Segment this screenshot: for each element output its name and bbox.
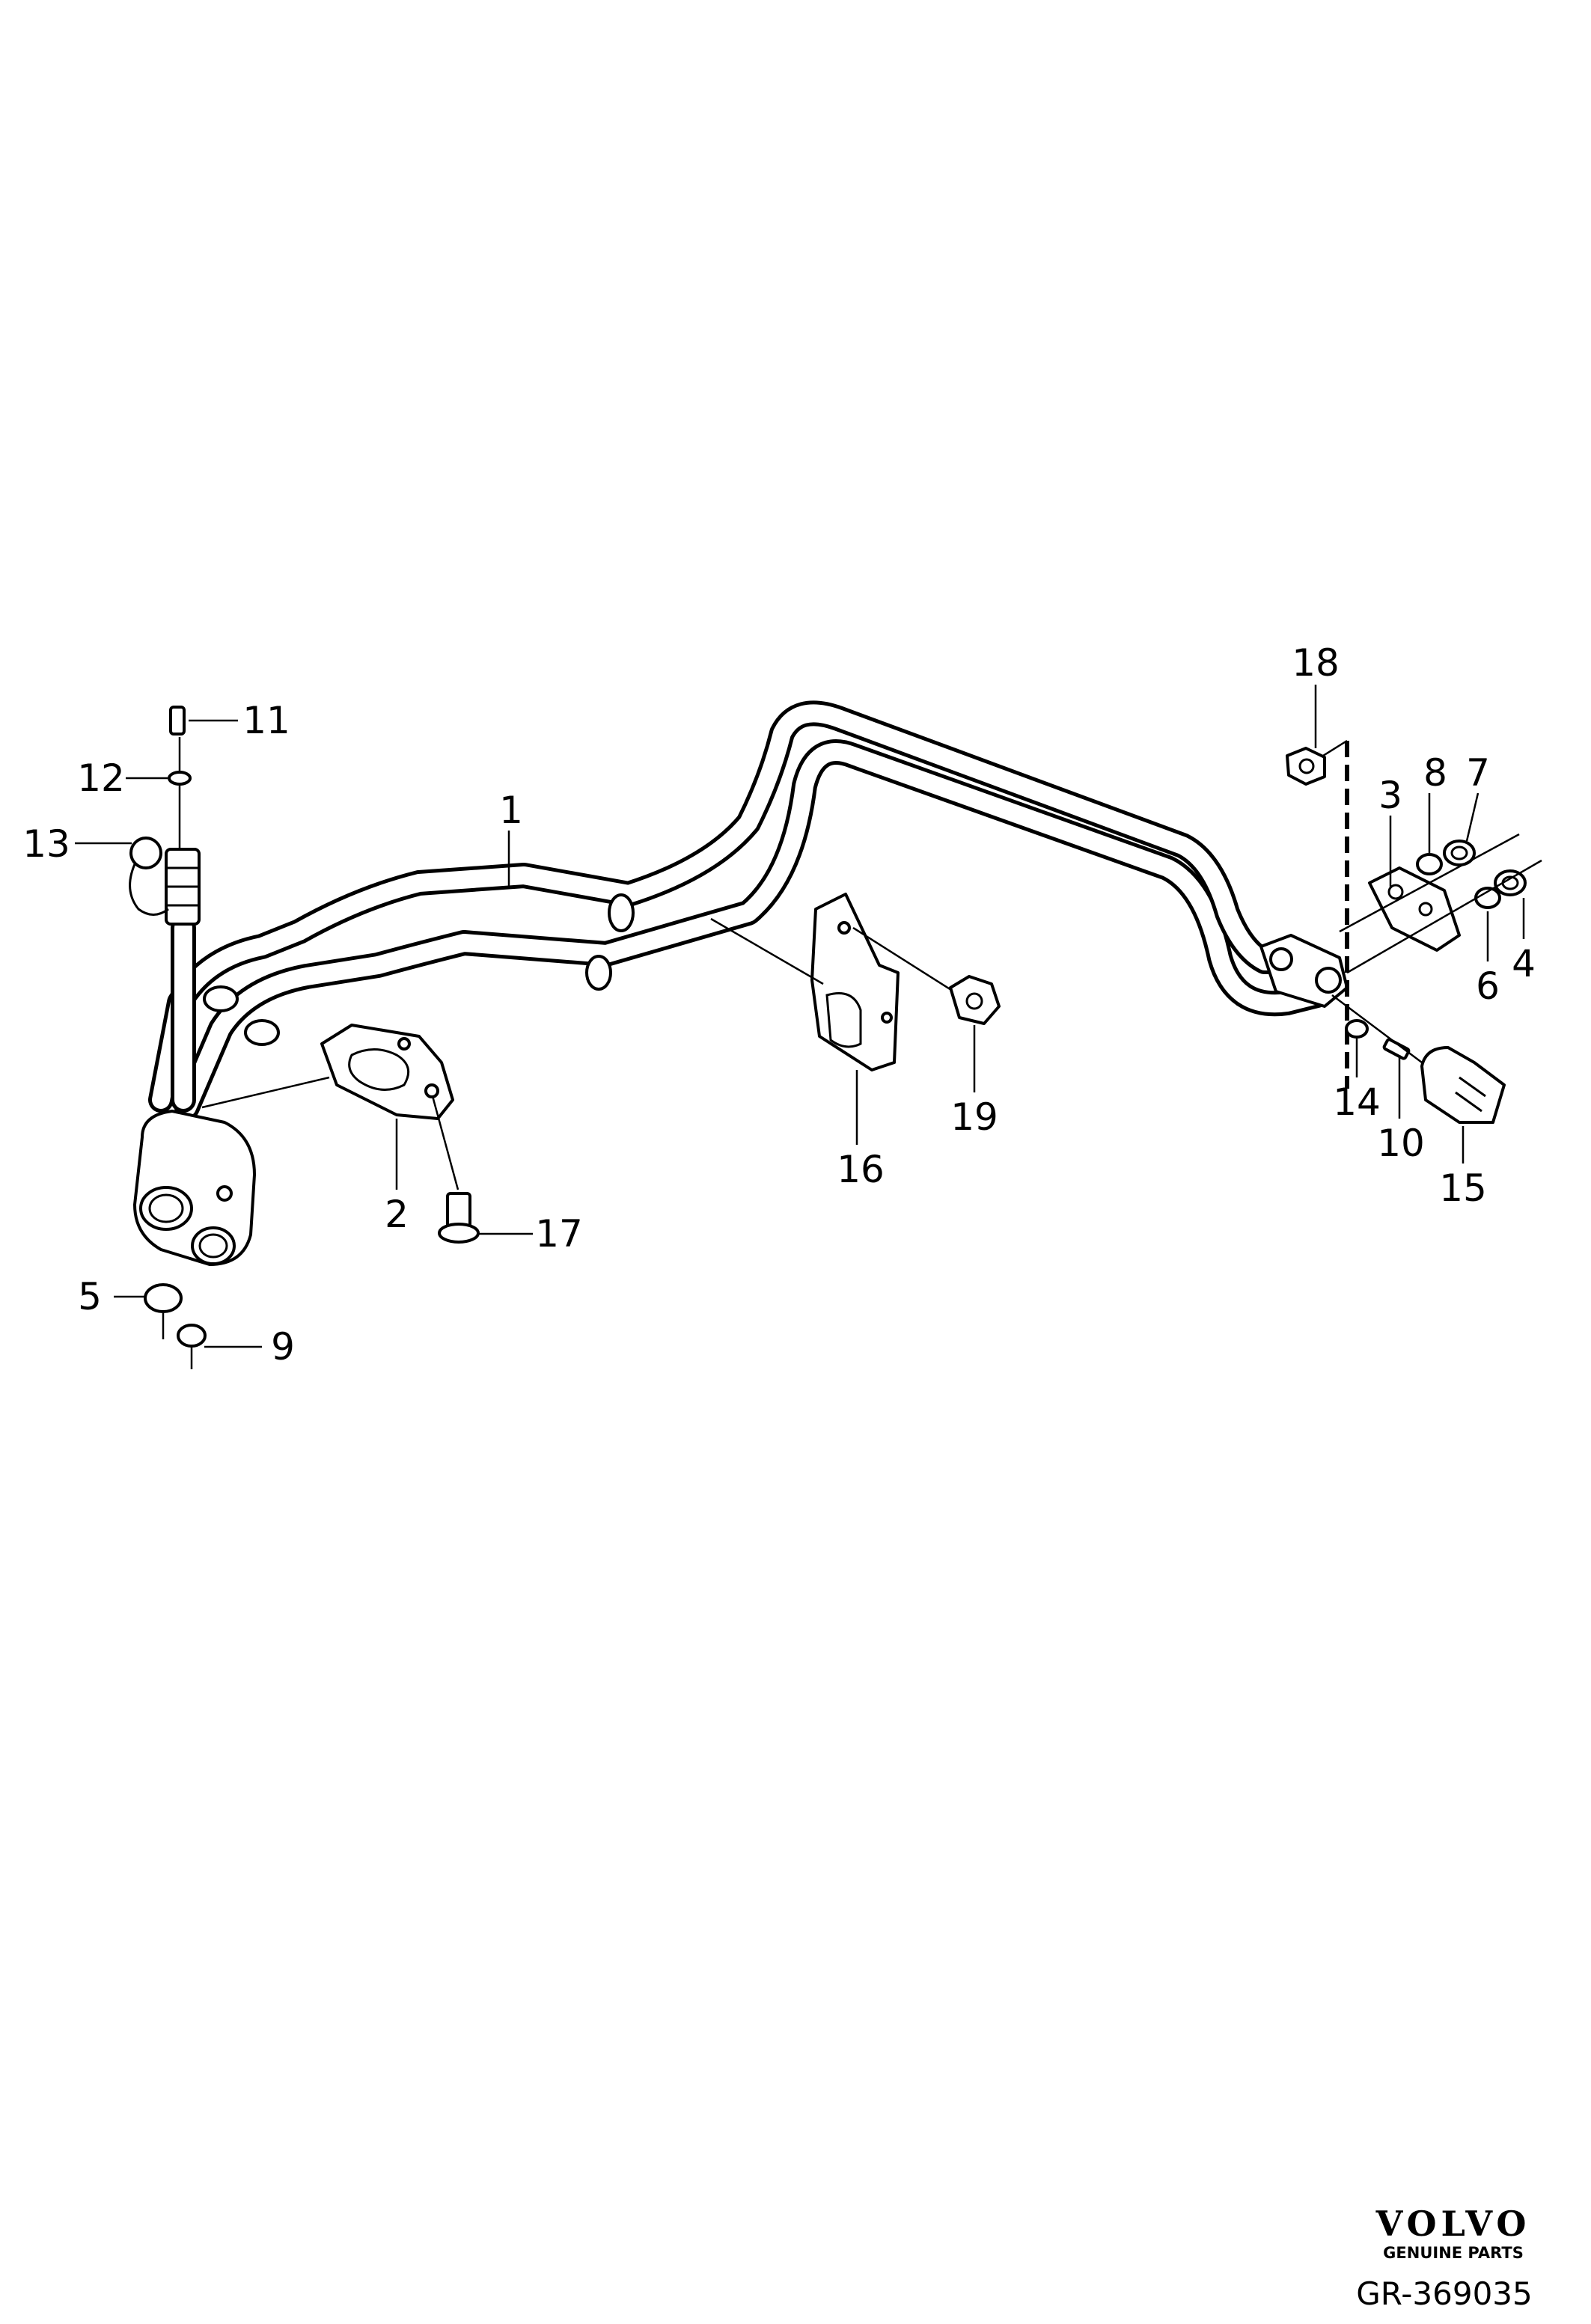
protective-cap-13-icon — [129, 837, 169, 916]
flange-plate-3-icon — [1368, 866, 1461, 952]
callout-4: 4 — [1512, 942, 1536, 985]
brand-tagline: GENUINE PARTS — [1383, 2244, 1524, 2262]
callout-18: 18 — [1292, 641, 1340, 685]
nut-19-icon — [949, 975, 1001, 1025]
o-ring-14-icon — [1345, 1019, 1369, 1039]
o-ring-9-icon — [177, 1324, 207, 1348]
callout-12: 12 — [77, 756, 125, 800]
tube-block-fitting — [133, 1110, 256, 1266]
callout-8: 8 — [1423, 751, 1447, 795]
callout-11: 11 — [242, 699, 290, 742]
callout-9: 9 — [271, 1325, 295, 1369]
o-ring-12-icon — [168, 771, 192, 786]
washer-7-icon — [1443, 840, 1476, 866]
o-ring-8-icon — [1416, 853, 1443, 875]
ac-tube-assembly — [148, 700, 1330, 1120]
callout-7: 7 — [1466, 751, 1490, 795]
footer: VOLVO GENUINE PARTS GR-369035 — [1356, 2204, 1533, 2312]
callout-6: 6 — [1476, 964, 1500, 1008]
o-ring-5-icon — [144, 1283, 183, 1313]
bolt-17-icon — [431, 1095, 480, 1244]
callout-5: 5 — [78, 1275, 102, 1318]
callout-17: 17 — [535, 1212, 583, 1256]
callout-19: 19 — [950, 1095, 998, 1139]
brand-logo: VOLVO — [1375, 2204, 1531, 2244]
valve-core-11-icon — [169, 706, 186, 736]
protective-cap-15-icon — [1420, 1046, 1506, 1124]
callout-leaders — [75, 685, 1525, 1348]
callout-15: 15 — [1439, 1166, 1487, 1210]
callout-14: 14 — [1333, 1080, 1381, 1124]
callout-labels: 1 2 3 4 5 6 7 8 9 10 11 12 13 14 15 16 1… — [22, 641, 1536, 1369]
nut-18-icon — [1286, 747, 1326, 786]
callout-13: 13 — [22, 822, 70, 866]
valve-core-10-icon — [1382, 1038, 1411, 1060]
callout-16: 16 — [837, 1148, 885, 1191]
clip-16-icon — [810, 893, 900, 1071]
callout-10: 10 — [1377, 1122, 1425, 1165]
callout-2: 2 — [385, 1193, 409, 1236]
callout-1: 1 — [499, 789, 523, 832]
diagram-reference: GR-369035 — [1356, 2275, 1533, 2312]
washer-4-icon — [1494, 869, 1527, 896]
callout-3: 3 — [1378, 774, 1402, 817]
bracket-2-icon — [320, 1024, 454, 1120]
service-valve-icon — [165, 848, 201, 926]
